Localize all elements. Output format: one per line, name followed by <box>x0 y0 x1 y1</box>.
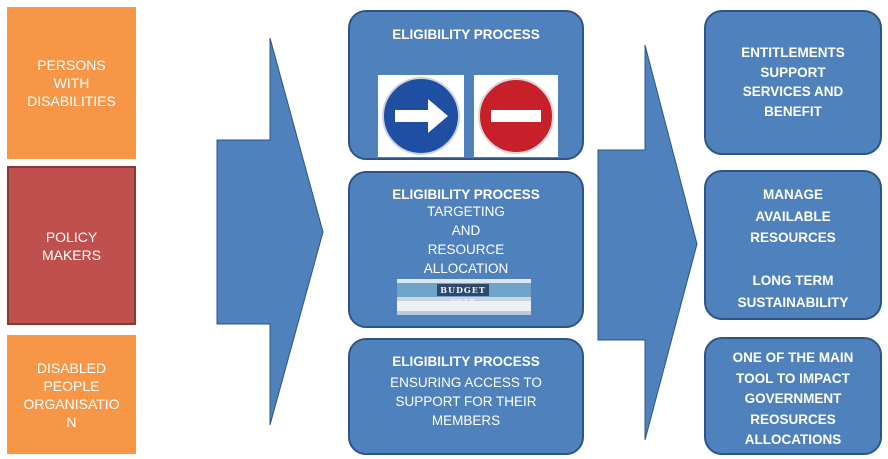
box-text-line: ALLOCATION <box>423 261 509 276</box>
impact-allocations-text: ONE OF THE MAIN TOOL TO IMPACT GOVERNMEN… <box>706 348 880 451</box>
box-text-line: TOOL TO IMPACT <box>736 370 850 386</box>
box-text-line: SUSTAINABILITY <box>737 294 849 310</box>
box-text-line: WITH <box>53 75 90 91</box>
box-text-line: ONE OF THE MAIN <box>732 350 854 365</box>
budget-image: BUDGET 2017 <box>397 279 531 315</box>
box-text-line: BENEFIT <box>764 103 822 119</box>
budget-caption: BUDGET 2017 <box>437 284 489 307</box>
box-heading: ELIGIBILITY PROCESS <box>392 187 540 202</box>
box-text-line: AND <box>451 223 481 238</box>
box-text-line: RESOURCE <box>427 242 505 257</box>
box-text-line: POLICY <box>45 228 98 245</box>
box-text-line: RESOURCES <box>750 230 836 245</box>
left-flow-arrow <box>216 37 324 426</box>
entitlements-box: ENTITLEMENTS SUPPORT SERVICES AND BENEFI… <box>704 10 882 155</box>
box-text-line: SUPPORT FOR THEIR <box>395 394 537 409</box>
box-text-line: N <box>66 413 77 430</box>
box-text-line: ORGANISATIO <box>23 395 120 412</box>
box-text-line: ENSURING ACCESS TO <box>390 375 542 390</box>
box-text-line: LONG TERM <box>752 273 834 288</box>
no-entry-sign-icon <box>474 75 558 157</box>
eligibility-process-box-2: ELIGIBILITY PROCESS TARGETING AND RESOUR… <box>348 171 584 328</box>
box-text-line: MANAGE <box>763 187 823 202</box>
box-text-line: SERVICES AND <box>742 84 844 99</box>
box-heading: ELIGIBILITY PROCESS <box>392 354 540 369</box>
targeting-text: TARGETING AND RESOURCE ALLOCATION <box>350 202 582 278</box>
manage-resources-text: MANAGE AVAILABLE RESOURCES LONG TERM SUS… <box>706 184 880 313</box>
disabled-people-organisation-box: DISABLED PEOPLE ORGANISATIO N <box>7 335 136 454</box>
ensuring-access-text: ENSURING ACCESS TO SUPPORT FOR THEIR MEM… <box>350 373 582 430</box>
box-text-spacer <box>706 249 880 271</box>
box-text-line: GOVERNMENT <box>744 391 842 406</box>
box-text-line: SUPPORT <box>760 64 826 80</box>
right-arrow-sign-icon <box>378 75 464 157</box>
box-text-line: MEMBERS <box>431 413 501 428</box>
box-text-line: REOSURCES <box>750 411 836 427</box>
eligibility-process-box-3: ELIGIBILITY PROCESS ENSURING ACCESS TO S… <box>348 338 584 455</box>
box-text-line: DISABILITIES <box>27 93 116 109</box>
policy-makers-box: POLICY MAKERS <box>7 166 136 325</box>
entitlements-text: ENTITLEMENTS SUPPORT SERVICES AND BENEFI… <box>706 43 880 121</box>
box-text-line: TARGETING <box>427 204 505 219</box>
manage-resources-box: MANAGE AVAILABLE RESOURCES LONG TERM SUS… <box>704 170 882 320</box>
box-text-line: MAKERS <box>41 246 102 263</box>
box-text-line: PEOPLE <box>43 377 100 394</box>
box-heading: ELIGIBILITY PROCESS <box>392 27 540 42</box>
box-text-line: PERSONS <box>37 57 106 73</box>
box-text-line: ENTITLEMENTS <box>741 45 845 60</box>
box-text-line: ALLOCATIONS <box>744 432 842 447</box>
right-flow-arrow <box>597 44 698 441</box>
impact-allocations-box: ONE OF THE MAIN TOOL TO IMPACT GOVERNMEN… <box>704 337 882 455</box>
eligibility-process-box-1: ELIGIBILITY PROCESS <box>348 10 584 160</box>
box-text-line: DISABLED <box>36 359 107 376</box>
persons-with-disabilities-box: PERSONS WITH DISABILITIES <box>7 7 136 159</box>
box-text-line: AVAILABLE <box>755 208 831 224</box>
